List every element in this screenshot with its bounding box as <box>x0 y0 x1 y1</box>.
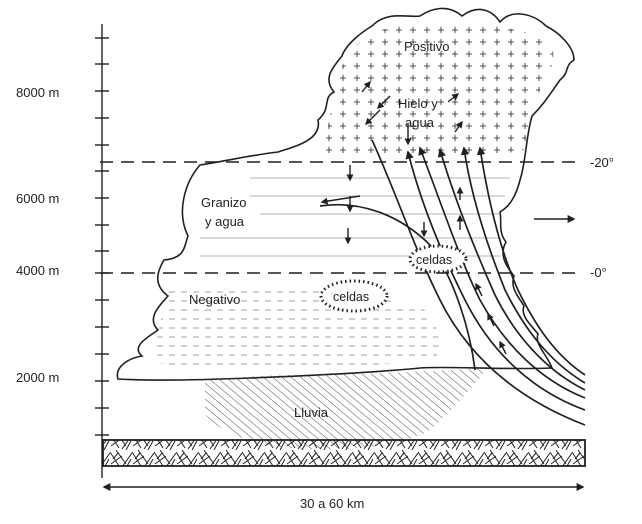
cells-upper-label: celdas <box>416 253 452 267</box>
ground-icon <box>102 439 586 467</box>
streamline <box>405 150 586 411</box>
altitude-label-2000: 2000 m <box>16 370 59 385</box>
isotherm-label-lower: -0° <box>590 265 607 280</box>
circulation-arrows <box>320 80 507 355</box>
streamline <box>476 146 586 376</box>
cloud <box>116 7 575 381</box>
streamline <box>437 148 586 391</box>
cells-lower-ellipse <box>319 279 389 313</box>
altitude-axis <box>95 24 109 478</box>
isotherm-label-upper: -20° <box>590 155 614 170</box>
updraft-streamlines <box>319 139 586 426</box>
rain-label: Lluvia <box>294 405 329 420</box>
cells-upper-ellipse <box>408 244 468 274</box>
streamline <box>418 146 586 399</box>
ice-water-label-line2: agua <box>405 115 435 130</box>
downdraft-curve <box>319 203 476 371</box>
cells-lower-label: celdas <box>333 290 369 304</box>
positive-label: Positivo <box>404 39 450 54</box>
positive-charge-region <box>322 24 554 158</box>
altitude-label-6000: 6000 m <box>16 191 59 206</box>
streamline <box>460 146 586 384</box>
streamline <box>371 139 586 426</box>
negative-label: Negativo <box>189 292 240 307</box>
hail-label-line1: Granizo <box>201 195 247 210</box>
altitude-label-4000: 4000 m <box>16 263 59 278</box>
width-label: 30 a 60 km <box>300 496 364 511</box>
rain-area <box>205 368 488 450</box>
ice-water-label-line1: Hielo y <box>398 96 438 111</box>
hail-label-line2: y agua <box>205 214 245 229</box>
altitude-label-8000: 8000 m <box>16 85 59 100</box>
